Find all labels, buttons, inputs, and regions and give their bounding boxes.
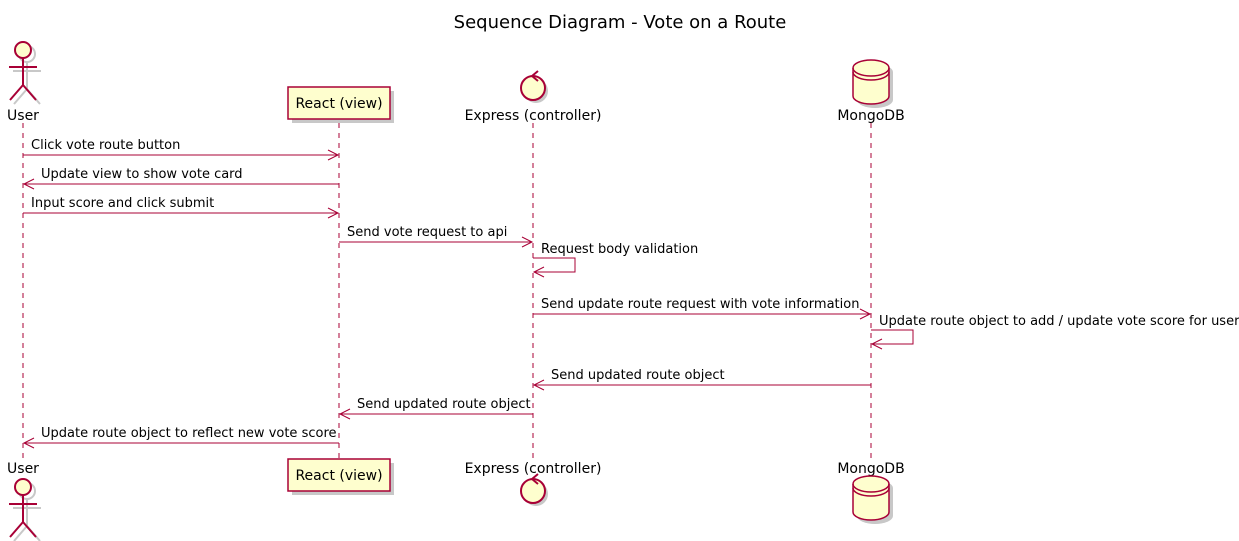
participant-label: User [7,108,39,124]
message-label: Update route object to reflect new vote … [41,426,337,441]
participant-label: MongoDB [837,108,904,124]
participant-box: React (view) [287,458,394,495]
control-icon [520,70,548,103]
participant-mongodb-top: MongoDB [837,59,905,124]
participants-top: User React (view) Express (controller) Mong… [7,41,905,124]
participant-box: React (view) [287,86,394,123]
participant-express-controller-bottom: Express (controller) [465,461,602,506]
message-label: Input score and click submit [31,196,214,211]
diagram-title: Sequence Diagram - Vote on a Route [454,12,787,33]
participant-express-controller-top: Express (controller) [465,70,602,124]
message-arrow: Send vote request to api [339,225,534,248]
participant-label: User [7,461,39,477]
message-arrow: Update route object to reflect new vote … [22,426,339,449]
message-arrow: Update route object to add / update vote… [870,314,1239,350]
message-label: Send updated route object [551,368,725,383]
participant-mongodb-bottom: MongoDB [837,461,905,524]
actor-icon [9,41,41,105]
message-label: Update view to show vote card [41,167,243,182]
participant-label: MongoDB [837,461,904,477]
message-arrow: Click vote route button [23,138,340,161]
database-icon [852,475,893,524]
participant-react-view-top: React (view) [287,86,394,123]
message-arrow: Send update route request with vote info… [533,297,872,320]
message-label: Send vote request to api [347,225,507,240]
message-arrow: Send updated route object [532,368,871,391]
message-arrow: Update view to show vote card [22,167,339,190]
participant-label: Express (controller) [465,108,602,124]
message-label: Request body validation [541,242,698,257]
participants-bottom: User React (view) Express (controller) Mong… [7,458,905,541]
message-label: Send updated route object [357,397,531,412]
message-arrow: Input score and click submit [23,196,340,219]
message-label: Update route object to add / update vote… [879,314,1239,329]
lifelines [22,123,872,460]
participant-label: React (view) [295,96,382,112]
participant-label: React (view) [295,468,382,484]
message-label: Click vote route button [31,138,180,153]
participant-user-bottom: User [7,461,41,541]
participant-react-view-bottom: React (view) [287,458,394,495]
message-arrow: Request body validation [532,242,698,278]
message-arrow: Send updated route object [338,397,533,420]
control-icon [520,473,548,506]
message-label: Send update route request with vote info… [541,297,859,312]
actor-icon [9,478,41,541]
database-icon [852,59,893,108]
participant-user-top: User [7,41,41,124]
participant-label: Express (controller) [465,461,602,477]
